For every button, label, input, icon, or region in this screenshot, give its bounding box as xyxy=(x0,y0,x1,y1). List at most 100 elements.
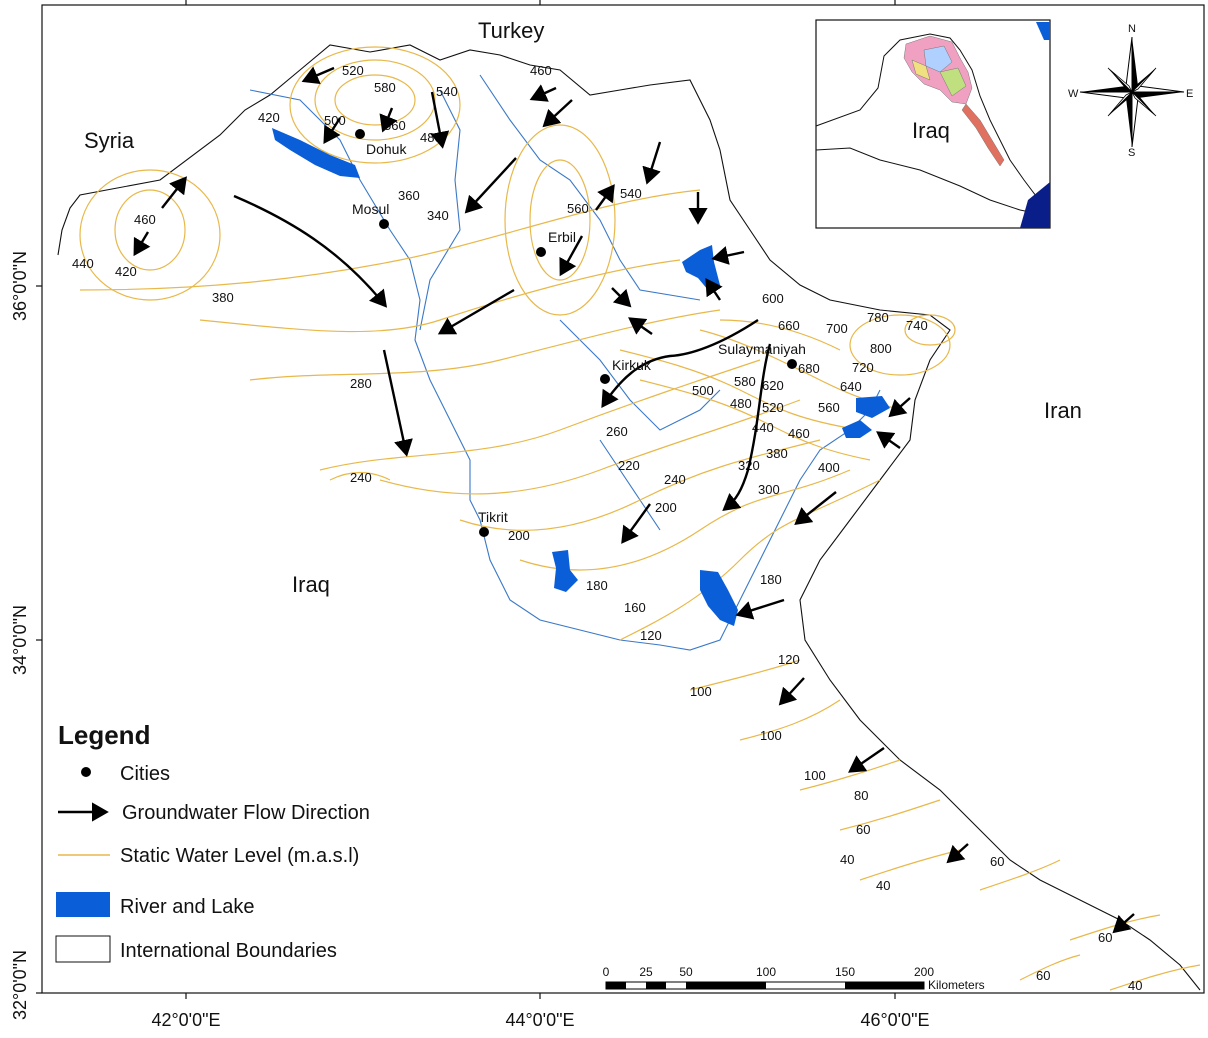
contour-label: 40 xyxy=(1128,978,1142,993)
inset-region xyxy=(939,67,967,97)
contour-label: 400 xyxy=(818,460,840,475)
city-sulaymaniyah-marker xyxy=(787,359,797,369)
legend-water-symbol xyxy=(56,892,110,917)
country-label-iraq: Iraq xyxy=(292,572,330,597)
cities: Dohuk Mosul Erbil Kirkuk Sulaymaniyah Ti… xyxy=(352,129,806,537)
inset-region xyxy=(911,59,931,81)
y-tick-label: 34°0'0"N xyxy=(10,605,30,675)
flow-arrow xyxy=(382,349,413,457)
contour-label: 460 xyxy=(530,63,552,78)
flow-arrow xyxy=(735,598,785,620)
x-tick-label: 46°0'0"E xyxy=(860,1010,929,1030)
contour-label: 340 xyxy=(427,208,449,223)
contour-label: 500 xyxy=(324,113,346,128)
contour-label: 60 xyxy=(1036,968,1050,983)
contour-label: 520 xyxy=(342,63,364,78)
scale-tick: 0 xyxy=(603,965,610,979)
flow-arrow xyxy=(611,287,632,308)
scale-tick: 100 xyxy=(756,965,776,979)
derbendikhan-lake-2 xyxy=(842,420,872,438)
contour-label: 120 xyxy=(640,628,662,643)
city-tikrit-marker xyxy=(479,527,489,537)
scale-tick: 25 xyxy=(639,965,653,979)
contour-label: 640 xyxy=(840,379,862,394)
hamrin-lake xyxy=(700,570,738,626)
city-kirkuk-marker xyxy=(600,374,610,384)
contour-label: 560 xyxy=(567,201,589,216)
legend-flow-label: Groundwater Flow Direction xyxy=(122,802,370,824)
groundwater-flow-arrows xyxy=(133,66,1135,934)
city-tikrit-label: Tikrit xyxy=(478,509,508,525)
flow-arrow xyxy=(529,84,557,102)
compass-e: E xyxy=(1186,88,1193,100)
flow-arrow xyxy=(301,66,335,85)
flow-arrow xyxy=(323,117,342,145)
contour-label: 580 xyxy=(734,374,756,389)
contour-label: 120 xyxy=(778,652,800,667)
flow-arrow xyxy=(601,318,759,408)
contour-label: 280 xyxy=(350,376,372,391)
legend-title: Legend xyxy=(58,720,150,750)
contour-label: 160 xyxy=(624,600,646,615)
city-dohuk-marker xyxy=(355,129,365,139)
city-erbil-marker xyxy=(536,247,546,257)
contour-label: 480 xyxy=(730,396,752,411)
y-tick-label: 36°0'0"N xyxy=(10,251,30,321)
contour-label: 80 xyxy=(854,788,868,803)
inset-gulf xyxy=(1020,182,1050,228)
contour-label: 540 xyxy=(436,84,458,99)
legend-cities-symbol xyxy=(81,767,91,777)
contour-labels: 520 580 560 540 460 420 500 480 360 340 … xyxy=(72,63,1142,993)
scale-tick: 200 xyxy=(914,965,934,979)
flow-arrow xyxy=(542,99,573,128)
contour-label: 440 xyxy=(72,256,94,271)
flow-arrow xyxy=(1112,913,1135,934)
contour-label: 60 xyxy=(1098,930,1112,945)
country-label-syria: Syria xyxy=(84,128,135,153)
flow-arrow xyxy=(848,747,885,773)
flow-arrow xyxy=(430,91,450,149)
flow-arrow xyxy=(628,317,653,335)
dukan-lake xyxy=(682,245,720,290)
x-tick-label: 42°0'0"E xyxy=(151,1010,220,1030)
frame-ticks xyxy=(36,0,896,999)
contour-label: 300 xyxy=(758,482,780,497)
inset-label-iraq: Iraq xyxy=(912,118,950,143)
scale-bar: 0 25 50 100 150 200 Kilometers xyxy=(603,965,985,992)
scale-tick: 150 xyxy=(835,965,855,979)
contour-label: 60 xyxy=(990,854,1004,869)
flow-arrow xyxy=(794,491,837,525)
contour-label: 200 xyxy=(508,528,530,543)
country-label-iran: Iran xyxy=(1044,398,1082,423)
contour-label: 580 xyxy=(374,80,396,95)
contour-label: 700 xyxy=(826,321,848,336)
compass-w: W xyxy=(1068,88,1079,100)
flow-arrow xyxy=(133,231,151,257)
contour-label: 220 xyxy=(618,458,640,473)
contour-label: 240 xyxy=(664,472,686,487)
compass-s: S xyxy=(1128,147,1135,159)
contour-label: 420 xyxy=(115,264,137,279)
flow-arrow xyxy=(621,503,651,544)
contour-label: 460 xyxy=(788,426,810,441)
contour-label: 660 xyxy=(778,318,800,333)
compass-n: N xyxy=(1128,23,1136,35)
contour-label: 380 xyxy=(766,446,788,461)
contour-label: 460 xyxy=(134,212,156,227)
country-label-turkey: Turkey xyxy=(478,18,544,43)
country-labels: Turkey Syria Iraq Iran xyxy=(84,18,1082,597)
contour-label: 360 xyxy=(398,188,420,203)
city-mosul-label: Mosul xyxy=(352,201,389,217)
contour-label: 500 xyxy=(692,383,714,398)
tharthar-lake xyxy=(552,550,578,592)
inset-iraq-boundary xyxy=(815,33,1041,211)
y-tick-label: 32°0'0"N xyxy=(10,950,30,1020)
flow-arrow xyxy=(464,157,517,214)
contour-label: 260 xyxy=(606,424,628,439)
city-dohuk-label: Dohuk xyxy=(366,141,407,157)
x-tick-label: 44°0'0"E xyxy=(505,1010,574,1030)
flow-arrow xyxy=(711,246,745,265)
axis-tick-labels: 42°0'0"E 44°0'0"E 46°0'0"E 36°0'0"N 34°0… xyxy=(10,251,930,1030)
flow-arrow xyxy=(379,107,398,133)
